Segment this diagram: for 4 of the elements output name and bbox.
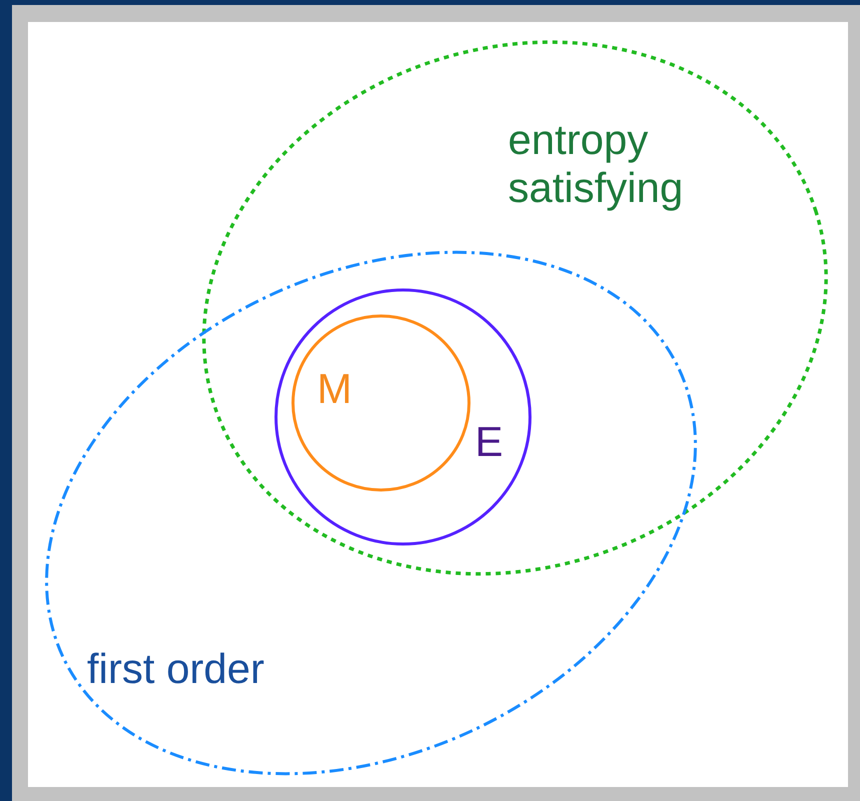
set-label: first order <box>87 645 266 693</box>
set-label: entropy satisfying <box>508 116 684 212</box>
set-label: M <box>317 365 353 413</box>
set-label: E <box>475 418 504 466</box>
